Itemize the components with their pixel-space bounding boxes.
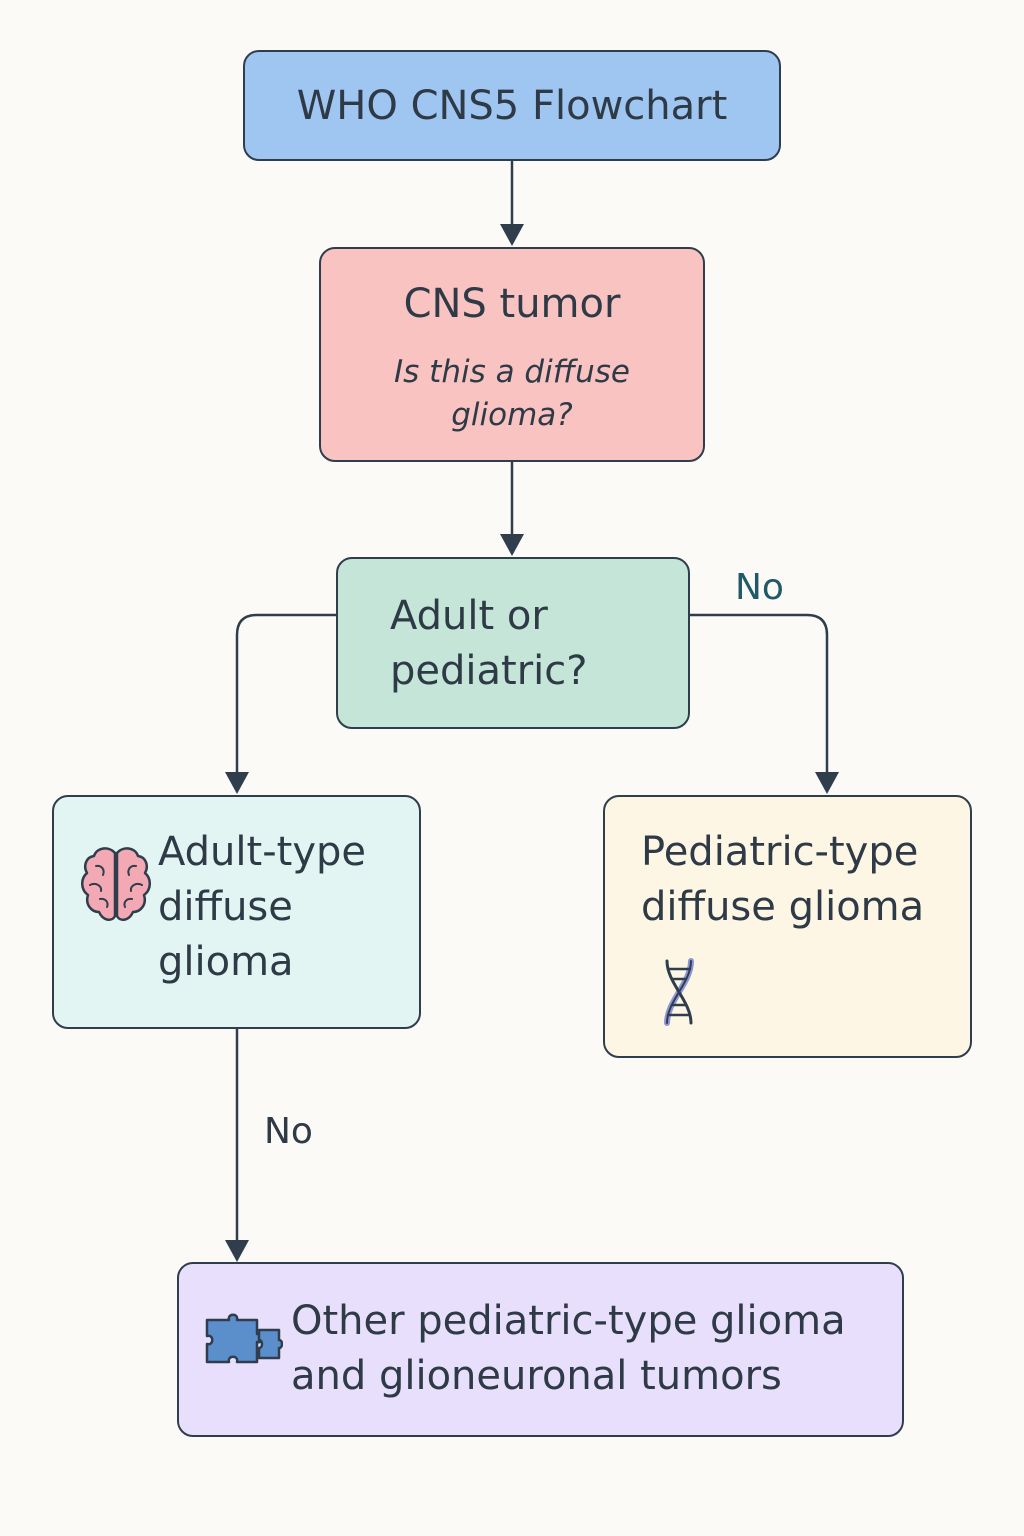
dna-icon bbox=[664, 958, 694, 1026]
edge-label-no-pediatric: No bbox=[735, 567, 784, 608]
brain-icon bbox=[81, 847, 151, 921]
cns-tumor-title: CNS tumor bbox=[403, 281, 621, 327]
edge-label-no-other: No bbox=[264, 1111, 313, 1152]
arrowhead-tumor bbox=[500, 224, 524, 246]
age-group-node: Adult or pediatric? bbox=[336, 557, 690, 729]
age-group-line-1: Adult or bbox=[390, 593, 548, 639]
puzzle-icon bbox=[205, 1313, 283, 1364]
age-group-line-2: pediatric? bbox=[390, 648, 588, 695]
adult-type-line-1: Adult-type bbox=[158, 829, 366, 875]
pediatric-type-line-1: Pediatric-type bbox=[641, 829, 919, 875]
adult-type-line-2: diffuse bbox=[158, 884, 293, 931]
other-tumors-line-1: Other pediatric-type glioma bbox=[291, 1298, 846, 1344]
cns-tumor-node: CNS tumor Is this a diffuse glioma? bbox=[319, 247, 705, 462]
diagram-title: WHO CNS5 Flowchart bbox=[296, 82, 728, 129]
edge-age-to-adult bbox=[235, 613, 336, 776]
arrowhead-age bbox=[500, 534, 524, 556]
edge-age-to-pediatric bbox=[690, 613, 829, 776]
other-tumors-line-2: and glioneuronal tumors bbox=[291, 1353, 782, 1400]
pediatric-type-line-2: diffuse glioma bbox=[641, 884, 925, 931]
other-tumors-node: Other pediatric-type glioma and glioneur… bbox=[177, 1262, 904, 1437]
adult-type-node: Adult-type diffuse glioma bbox=[52, 795, 421, 1029]
arrowhead-pediatric bbox=[815, 772, 839, 794]
adult-type-line-3: glioma bbox=[158, 939, 294, 986]
title-node: WHO CNS5 Flowchart bbox=[243, 50, 781, 161]
pediatric-type-node: Pediatric-type diffuse glioma bbox=[603, 795, 972, 1058]
arrowhead-other bbox=[225, 1240, 249, 1262]
diffuse-glioma-question: Is this a diffuse glioma? bbox=[394, 354, 630, 434]
arrowhead-adult bbox=[225, 772, 249, 794]
